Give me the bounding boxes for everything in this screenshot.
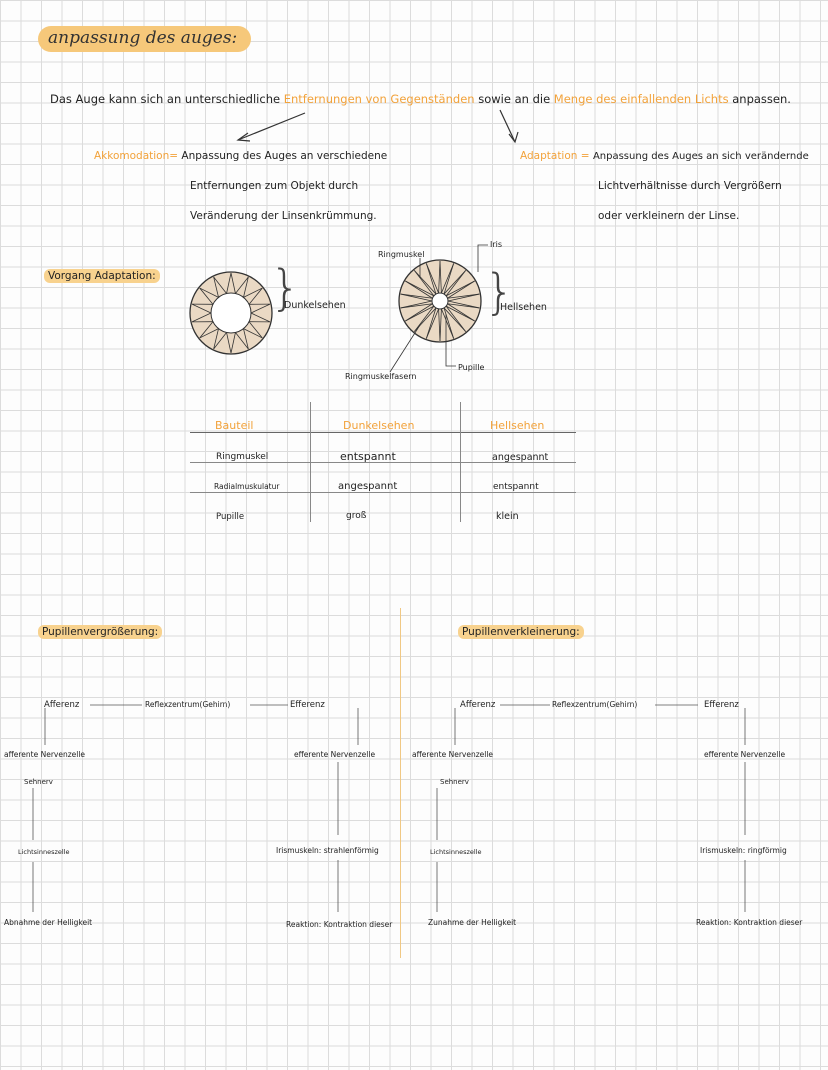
page-title: anpassung des auges: [38, 26, 252, 52]
intro-highlight2: Menge des einfallenden Lichts [553, 92, 729, 106]
adaptation-def1: Anpassung des Auges an sich verändernde [592, 151, 809, 162]
right-sehnerv: Sehnerv [440, 778, 469, 786]
right-reflex-lines [436, 704, 746, 912]
akkomodation-def1: Anpassung des Auges an verschiedene [181, 150, 388, 162]
adaptation-def2: Lichtverhältnisse durch Vergrößern [598, 180, 782, 192]
brace-dark-icon: } [270, 260, 301, 316]
left-sehnerv: Sehnerv [24, 778, 53, 786]
right-reaktion: Reaktion: Kontraktion dieser [696, 918, 803, 927]
brace-bright-icon: } [484, 264, 515, 320]
left-licht: Lichtsinneszelle [18, 848, 70, 856]
eye-bright-diagram [398, 259, 482, 343]
intro-part1: Das Auge kann sich an unterschiedliche [50, 92, 281, 106]
intro-part2: sowie an die [478, 92, 551, 106]
table-cell: Ringmuskel [216, 452, 269, 462]
adaptation-line1: Adaptation = Anpassung des Auges an sich… [520, 150, 809, 162]
left-afferenz: Afferenz [44, 700, 80, 710]
adaptation-term: Adaptation [520, 150, 578, 162]
table-header-dunkel: Dunkelsehen [343, 419, 415, 432]
section-divider [400, 608, 401, 958]
akkomodation-eq: = [169, 150, 179, 162]
akkomodation-line1: Akkomodation= Anpassung des Auges an ver… [94, 150, 387, 162]
table-cell: angespannt [338, 481, 398, 492]
table-header-hell: Hellsehen [490, 419, 545, 432]
left-heading: Pupillenvergrößerung: [38, 625, 163, 639]
akkomodation-term: Akkomodation [94, 150, 170, 162]
left-efferente: efferente Nervenzelle [294, 750, 376, 759]
table-cell: angespannt [492, 452, 549, 463]
left-reflex: Reflexzentrum(Gehirn) [145, 700, 231, 709]
ringmuskel-label: Ringmuskel [378, 250, 425, 259]
eye-dark-diagram [189, 271, 273, 355]
right-efferenz: Efferenz [704, 700, 739, 710]
table-cell: klein [496, 511, 519, 522]
right-heading: Pupillenverkleinerung: [458, 625, 584, 639]
right-reflex: Reflexzentrum(Gehirn) [552, 700, 638, 709]
left-reflex-lines [32, 704, 359, 912]
right-iris: Irismuskeln: ringförmig [700, 846, 787, 855]
table-cell: groß [346, 511, 367, 521]
intro-text: Das Auge kann sich an unterschiedliche E… [50, 92, 791, 106]
adaptation-eq: = [580, 150, 590, 162]
right-afferenz: Afferenz [460, 700, 496, 710]
adaptation-def3: oder verkleinern der Linse. [598, 210, 740, 222]
eye-label-lines [389, 244, 488, 373]
right-afferente: afferente Nervenzelle [412, 750, 494, 759]
left-afferente: afferente Nervenzelle [4, 750, 86, 759]
intro-arrows [236, 109, 519, 144]
pupille-label: Pupille [458, 363, 485, 372]
left-iris: Irismuskeln: strahlenförmig [276, 846, 379, 855]
ringmuskelfasern-label: Ringmuskelfasern [345, 372, 417, 381]
left-abnahme: Abnahme der Helligkeit [4, 918, 93, 927]
right-zunahme: Zunahme der Helligkeit [428, 918, 517, 927]
right-efferente: efferente Nervenzelle [704, 750, 786, 759]
table-cell: entspannt [493, 482, 539, 492]
hell-label: Hellsehen [500, 302, 547, 313]
intro-highlight1: Entfernungen von Gegenständen [283, 92, 475, 106]
left-reaktion: Reaktion: Kontraktion dieser [286, 920, 393, 929]
iris-label: Iris [490, 240, 503, 249]
table-cell: Radialmuskulatur [214, 482, 280, 491]
akkomodation-def2: Entfernungen zum Objekt durch [190, 180, 359, 192]
vorgang-label: Vorgang Adaptation: [44, 269, 160, 283]
intro-part3: anpassen. [732, 92, 791, 106]
right-licht: Lichtsinneszelle [430, 848, 482, 856]
table-header-bauteil: Bauteil [215, 419, 254, 432]
table-cell: entspannt [340, 450, 396, 463]
table-cell: Pupille [216, 512, 245, 522]
left-efferenz: Efferenz [290, 700, 325, 710]
akkomodation-def3: Veränderung der Linsenkrümmung. [190, 210, 377, 222]
dunkel-label: Dunkelsehen [284, 300, 346, 311]
